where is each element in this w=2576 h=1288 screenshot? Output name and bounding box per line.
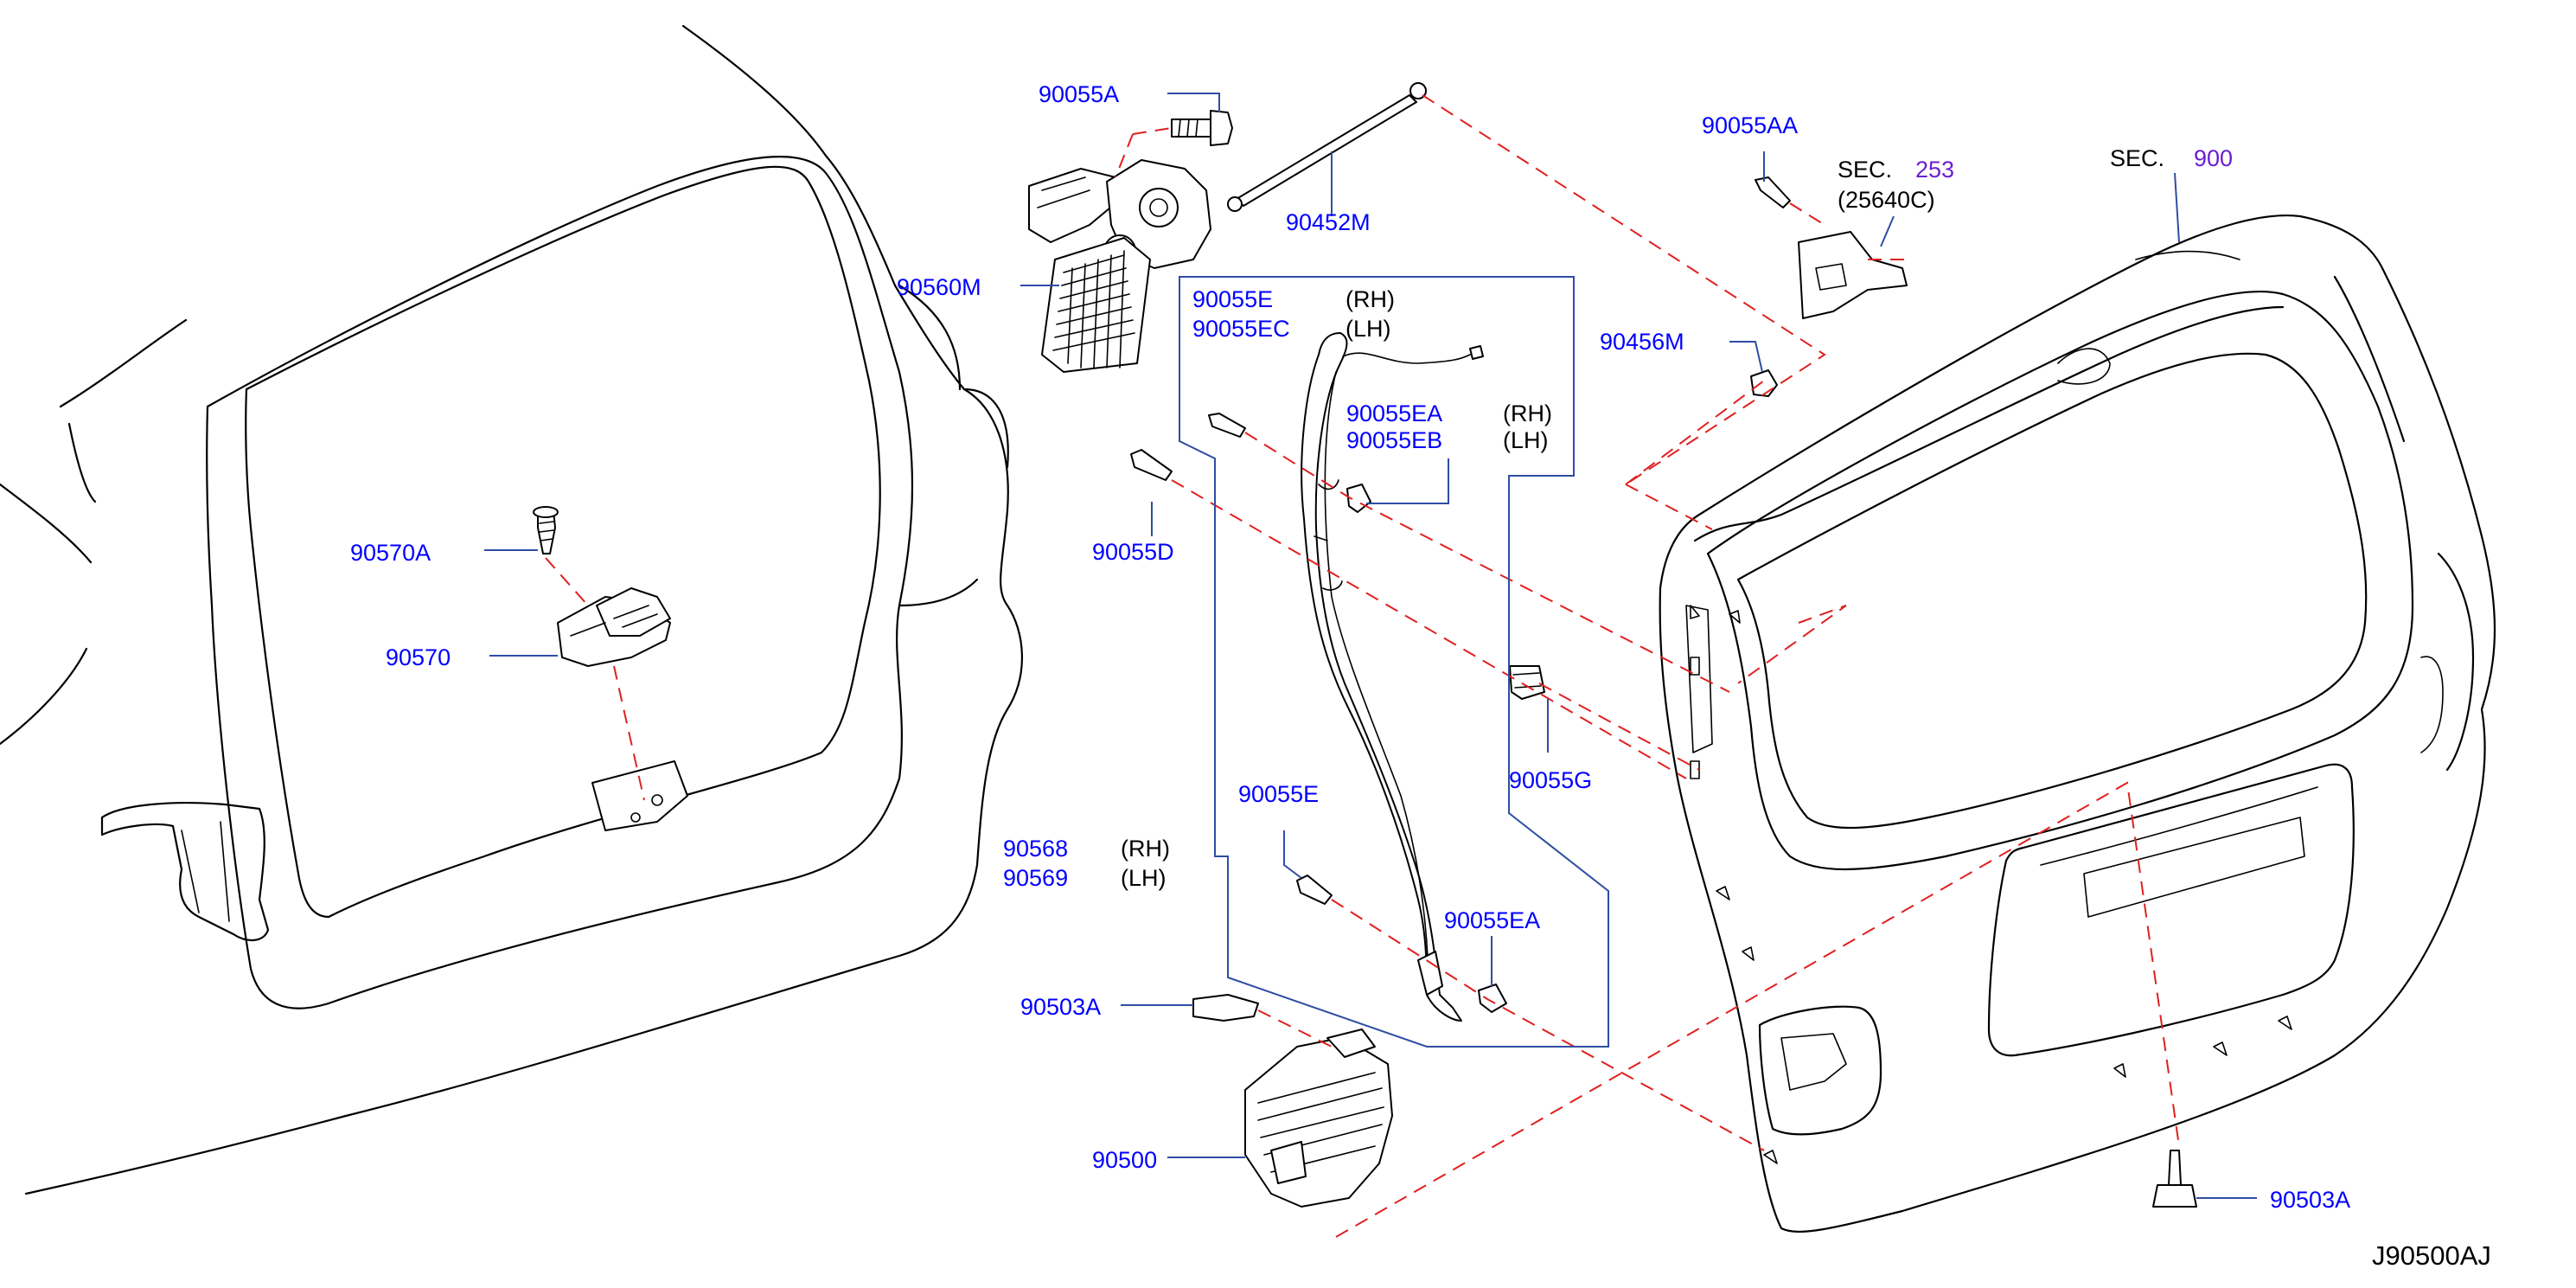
label-90503A-left: 90503A	[1020, 994, 1101, 1020]
latch-actuator-90500	[1244, 1028, 1393, 1208]
label-90055EA-top: 90055EA	[1346, 400, 1442, 426]
stay-rod-90452M	[1227, 82, 1427, 212]
vehicle-body-opening	[0, 24, 1023, 1195]
label-90452M: 90452M	[1286, 209, 1371, 235]
bolt-90503A-right	[2152, 1150, 2197, 1208]
label-90456M: 90456M	[1600, 329, 1684, 355]
callout-labels: 90055A 90452M 90560M 90055E 90055EC (RH)…	[350, 81, 2491, 1271]
nut-90456M	[1750, 369, 1778, 397]
label-90055D: 90055D	[1092, 539, 1174, 565]
label-25640C: (25640C)	[1838, 187, 1935, 213]
label-lh-2: (LH)	[1503, 427, 1549, 453]
label-90055G: 90055G	[1509, 767, 1592, 793]
label-rh-2: (RH)	[1503, 400, 1552, 426]
label-90560M: 90560M	[897, 274, 981, 300]
label-90055AA: 90055AA	[1702, 112, 1798, 138]
clips-center	[1346, 484, 1545, 1013]
label-90055EC: 90055EC	[1192, 316, 1290, 342]
label-sec-900-prefix: SEC.	[2110, 145, 2164, 171]
bracket-25640C	[1798, 231, 1908, 319]
label-lh-3: (LH)	[1121, 865, 1167, 891]
label-rh-1: (RH)	[1346, 286, 1395, 312]
hatch-pivot-arm	[1301, 332, 1462, 1022]
label-90570A: 90570A	[350, 540, 431, 566]
label-90055EB: 90055EB	[1346, 427, 1442, 453]
label-90055E-top: 90055E	[1192, 286, 1273, 312]
bolts-center	[1130, 413, 1333, 1022]
label-rh-3: (RH)	[1121, 836, 1170, 862]
power-back-door-motor	[1028, 159, 1211, 373]
label-lh-1: (LH)	[1346, 316, 1391, 342]
label-sec-253-number: 253	[1915, 157, 1954, 183]
label-90570: 90570	[386, 644, 451, 670]
bolt-90055A	[1171, 110, 1233, 146]
striker-assembly	[533, 506, 688, 831]
label-sec-900-number: 900	[2194, 145, 2233, 171]
diagram-code: J90500AJ	[2372, 1240, 2491, 1271]
wiring-connector	[1342, 345, 1484, 364]
label-90569: 90569	[1003, 865, 1068, 891]
assembly-lines	[545, 94, 2180, 1238]
bolt-90055AA	[1755, 176, 1791, 208]
label-90055A: 90055A	[1039, 81, 1119, 107]
back-door-panel	[1659, 214, 2496, 1233]
leader-lines	[484, 93, 2257, 1199]
label-90503A-right: 90503A	[2270, 1187, 2350, 1213]
label-90500: 90500	[1092, 1147, 1157, 1173]
label-sec-253-prefix: SEC.	[1838, 157, 1892, 183]
label-90568: 90568	[1003, 836, 1068, 862]
label-90055EA-low: 90055EA	[1444, 907, 1540, 933]
label-90055E-mid: 90055E	[1238, 781, 1319, 807]
